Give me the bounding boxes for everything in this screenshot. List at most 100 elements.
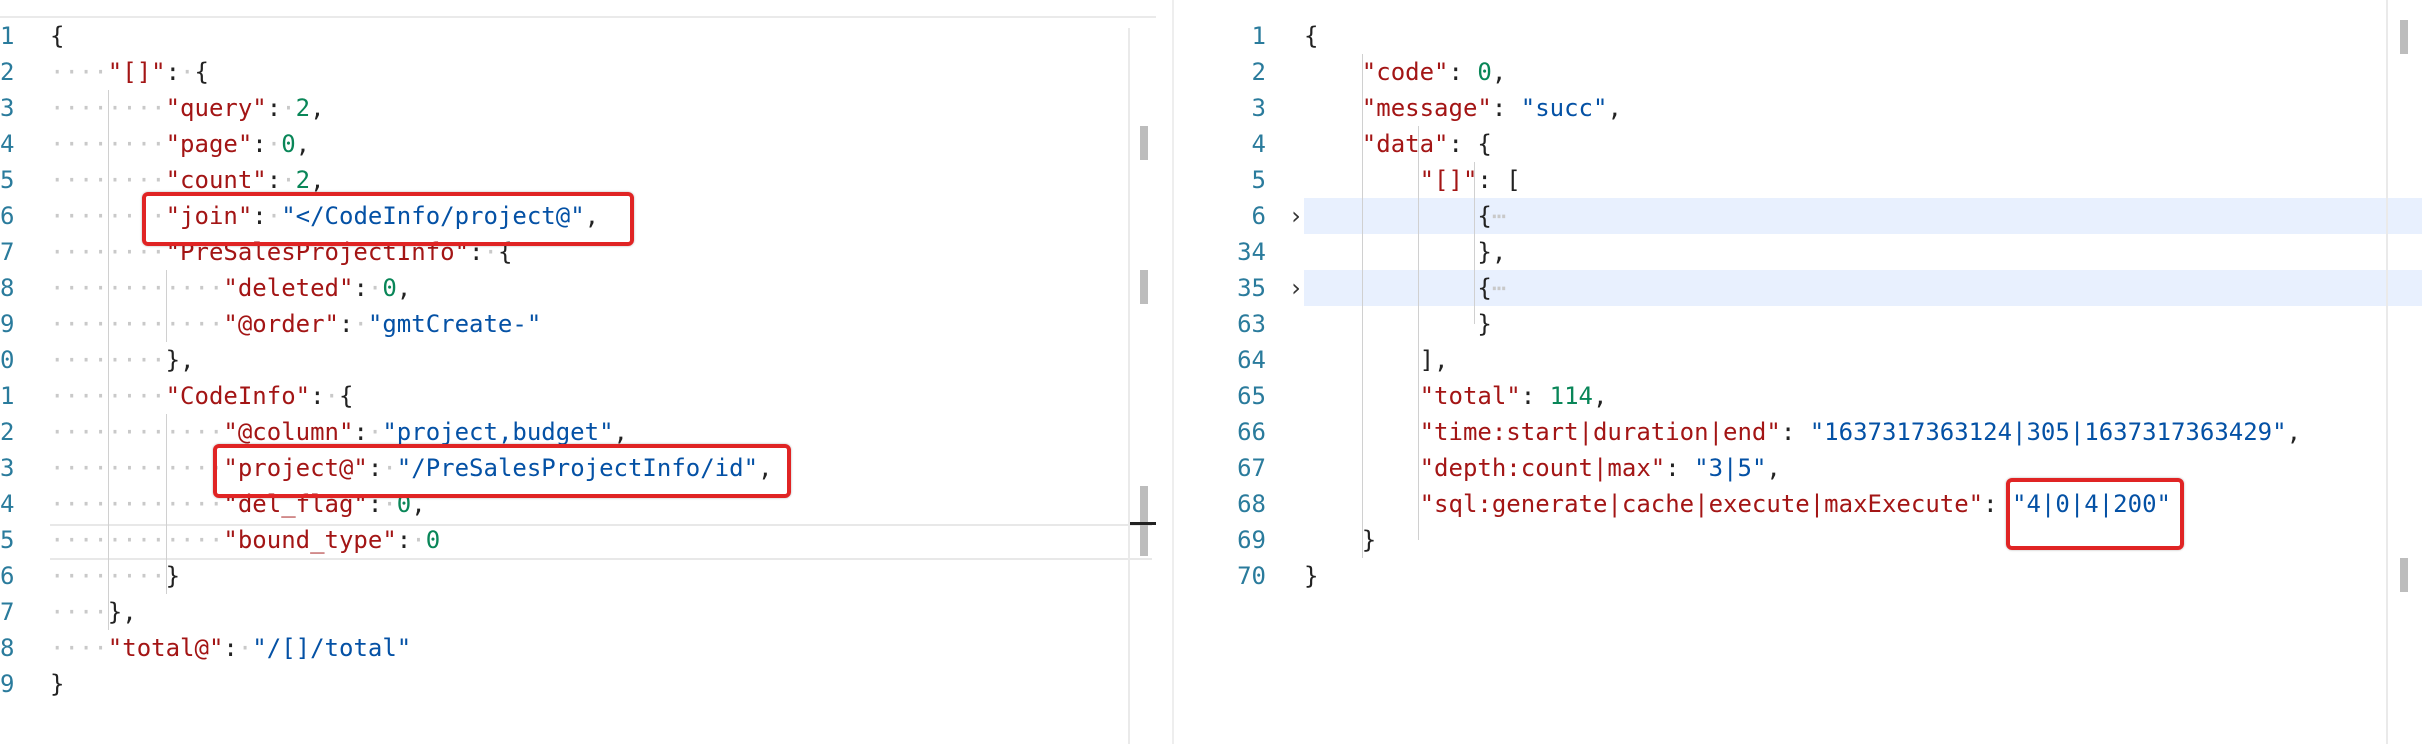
line-number: 3 — [0, 94, 15, 122]
code-line[interactable]: 64 ], — [1174, 342, 2434, 378]
code-token: : — [1448, 58, 1478, 86]
code-token: "project,budget" — [382, 418, 614, 446]
line-number: 35 — [1237, 274, 1266, 302]
code-token: , — [310, 166, 325, 194]
current-line-highlight — [50, 524, 1152, 560]
code-token: ············ — [50, 274, 224, 302]
line-number: 4 — [0, 490, 15, 518]
code-line[interactable]: 66 "time:start|duration|end": "163731736… — [1174, 414, 2434, 450]
line-number: 6 — [0, 202, 15, 230]
code-token: : — [252, 130, 267, 158]
code-line[interactable]: 5············"bound_type":·0 — [0, 522, 1172, 558]
code-line[interactable]: 6 {⋯ — [1174, 198, 2434, 234]
code-line[interactable]: 1{ — [0, 18, 1172, 54]
code-line[interactable]: 3············"project@":·"/PreSalesProje… — [0, 450, 1172, 486]
code-line[interactable]: 1········"CodeInfo":·{ — [0, 378, 1172, 414]
code-token: } — [1304, 526, 1377, 554]
code-text: ········"query":·2, — [50, 90, 325, 126]
code-token: : — [223, 634, 238, 662]
code-line[interactable]: 5 "[]": [ — [1174, 162, 2434, 198]
code-line[interactable]: 6········"join":·"</CodeInfo/project@", — [0, 198, 1172, 234]
code-token: "join" — [165, 202, 253, 230]
code-line[interactable]: 67 "depth:count|max": "3|5", — [1174, 450, 2434, 486]
code-token: · — [180, 58, 195, 86]
code-text: "[]": [ — [1304, 162, 1521, 198]
code-line[interactable]: 65 "total": 114, — [1174, 378, 2434, 414]
code-text: ············"@order":·"gmtCreate-" — [50, 306, 541, 342]
code-token: : — [266, 166, 282, 194]
code-token: : [ — [1477, 166, 1521, 194]
code-line[interactable]: 9} — [0, 666, 1172, 702]
code-line[interactable]: 8····"total@":·"/[]/total" — [0, 630, 1172, 666]
code-line[interactable]: 35 {⋯ — [1174, 270, 2434, 306]
folded-region-highlight — [1304, 198, 2422, 234]
code-token: , — [584, 202, 600, 230]
code-token: ], — [1304, 346, 1449, 374]
code-line[interactable]: 70} — [1174, 558, 2434, 594]
code-token: , — [1607, 94, 1622, 122]
code-token: 0 — [281, 130, 296, 158]
chevron-right-icon[interactable]: › — [1291, 202, 1301, 230]
code-text: "sql:generate|cache|execute|maxExecute":… — [1304, 486, 2171, 522]
code-token: · — [281, 166, 296, 194]
line-number: 7 — [0, 598, 15, 626]
line-number: 5 — [0, 526, 15, 554]
code-text: {⋯ — [1304, 270, 1506, 306]
code-token: , — [613, 418, 628, 446]
code-token — [1304, 58, 1362, 86]
code-token: "query" — [165, 94, 267, 122]
indent-guide — [166, 270, 167, 342]
code-token: ········ — [50, 562, 166, 590]
code-line[interactable]: 8············"deleted":·0, — [0, 270, 1172, 306]
code-line[interactable]: 1{ — [1174, 18, 2434, 54]
code-line[interactable]: 9············"@order":·"gmtCreate-" — [0, 306, 1172, 342]
code-token: "bound_type" — [223, 526, 397, 554]
code-line[interactable]: 5········"count":·2, — [0, 162, 1172, 198]
code-line[interactable]: 69 } — [1174, 522, 2434, 558]
code-token: "code" — [1361, 58, 1449, 86]
code-token: : — [1983, 490, 2013, 518]
line-number: 7 — [0, 238, 15, 266]
code-token: "4|0|4|200" — [2012, 490, 2171, 518]
code-line[interactable]: 6········} — [0, 558, 1172, 594]
code-token: ········ — [50, 202, 166, 230]
code-token: : — [353, 274, 368, 302]
sql-stats-highlight-box — [2006, 478, 2184, 550]
code-line[interactable]: 2 "code": 0, — [1174, 54, 2434, 90]
overview-ruler-mark — [1140, 126, 1148, 160]
line-number: 0 — [0, 346, 15, 374]
code-line[interactable]: 68 "sql:generate|cache|execute|maxExecut… — [1174, 486, 2434, 522]
project-ref-highlight-box — [213, 444, 791, 498]
code-token: "@order" — [223, 310, 339, 338]
indent-guide — [108, 90, 109, 630]
code-line[interactable]: 0········}, — [0, 342, 1172, 378]
code-token: "data" — [1361, 130, 1449, 158]
code-token: { — [1304, 202, 1492, 230]
request-json-editor[interactable]: 1{2····"[]":·{3········"query":·2,4·····… — [0, 0, 1172, 744]
code-token: "total" — [1419, 382, 1521, 410]
line-number: 8 — [0, 274, 15, 302]
code-line[interactable]: 4········"page":·0, — [0, 126, 1172, 162]
code-token: }, — [107, 598, 137, 626]
code-token: } — [1304, 310, 1492, 338]
code-line[interactable]: 3 ········"query":·2, — [0, 90, 1172, 126]
code-line[interactable]: 34 }, — [1174, 234, 2434, 270]
code-token — [1304, 94, 1362, 122]
code-line[interactable]: 4 "data": { — [1174, 126, 2434, 162]
code-token: : — [1780, 418, 1810, 446]
code-token: "total@" — [107, 634, 224, 662]
code-line[interactable]: 2············"@column":·"project,budget"… — [0, 414, 1172, 450]
code-line[interactable]: 7····}, — [0, 594, 1172, 630]
code-token: · — [367, 418, 383, 446]
code-line[interactable]: 2····"[]":·{ — [0, 54, 1172, 90]
line-number: 1 — [1251, 22, 1266, 50]
chevron-right-icon[interactable]: › — [1291, 274, 1301, 302]
code-token: , — [758, 454, 773, 482]
code-line[interactable]: 3 "message": "succ", — [1174, 90, 2434, 126]
response-json-editor[interactable]: 1{2 "code": 0,3 "message": "succ",4 "dat… — [1174, 0, 2434, 744]
code-line[interactable]: 63 } — [1174, 306, 2434, 342]
pane-divider[interactable] — [1172, 0, 1174, 744]
code-token: , — [2286, 418, 2302, 446]
code-text: } — [1304, 306, 1492, 342]
code-token: : — [1665, 454, 1695, 482]
